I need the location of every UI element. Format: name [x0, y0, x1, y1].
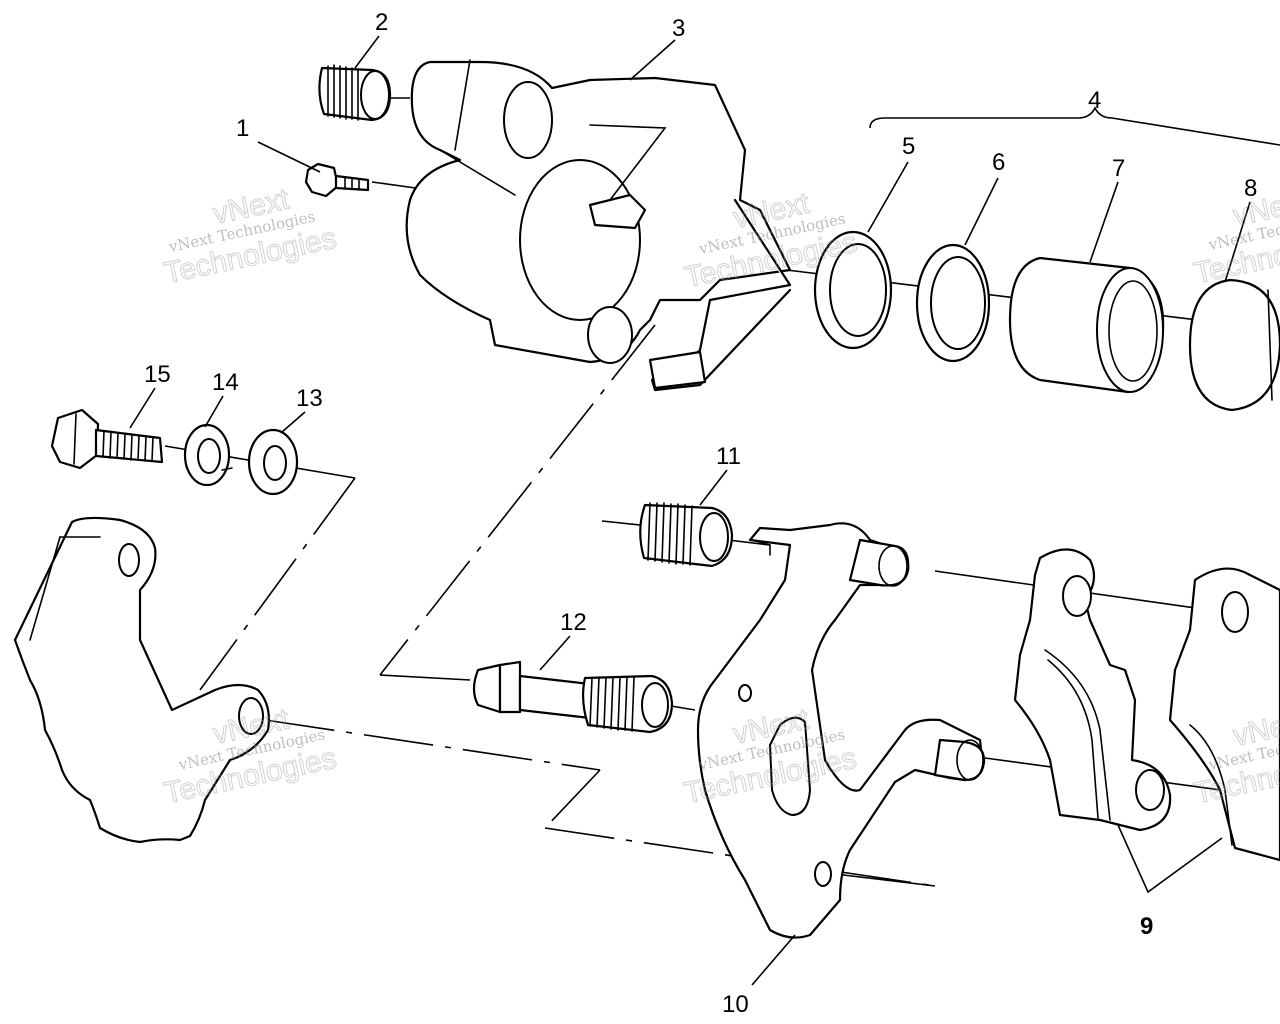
callout-12: 12	[560, 609, 587, 636]
callout-9: 9	[1140, 913, 1153, 940]
dust-seal-6	[915, 243, 991, 363]
callout-4: 4	[1088, 87, 1101, 114]
pin-boot-11	[639, 502, 734, 568]
callout-13: 13	[296, 385, 323, 412]
watermark-3: vNext vNext Technologies Technologies	[1191, 184, 1280, 291]
leader-lines	[129, 35, 1280, 986]
callout-15: 15	[144, 361, 171, 388]
callout-8: 8	[1244, 175, 1257, 202]
bleeder-screw-1	[304, 162, 370, 198]
caliper-body-3	[405, 59, 792, 392]
callout-14: 14	[212, 369, 239, 396]
callout-labels: 1 2 3 4 5 6 7 8 9 10 11 12 13 14 15	[144, 9, 1257, 1018]
piston-cap-8	[1188, 278, 1280, 412]
callout-3: 3	[672, 15, 685, 42]
callout-7: 7	[1112, 155, 1125, 182]
callout-6: 6	[992, 149, 1005, 176]
piston-seal-5	[813, 230, 893, 350]
callout-2: 2	[375, 9, 388, 36]
piston-7	[1008, 256, 1165, 394]
caliper-bracket-10	[696, 522, 986, 939]
flat-washer-13	[247, 428, 299, 496]
callout-5: 5	[902, 133, 915, 160]
slide-pin-12	[472, 660, 674, 734]
slide-pin-boot-2	[318, 64, 392, 122]
callout-11: 11	[716, 443, 741, 470]
callout-1: 1	[236, 115, 249, 142]
callout-10: 10	[722, 991, 749, 1018]
brake-pad-9b	[1168, 567, 1280, 862]
hex-bolt-15	[50, 408, 164, 470]
lock-washer-14	[183, 423, 233, 487]
brake-pad-9a	[1013, 548, 1172, 832]
mounting-bracket	[13, 516, 270, 844]
